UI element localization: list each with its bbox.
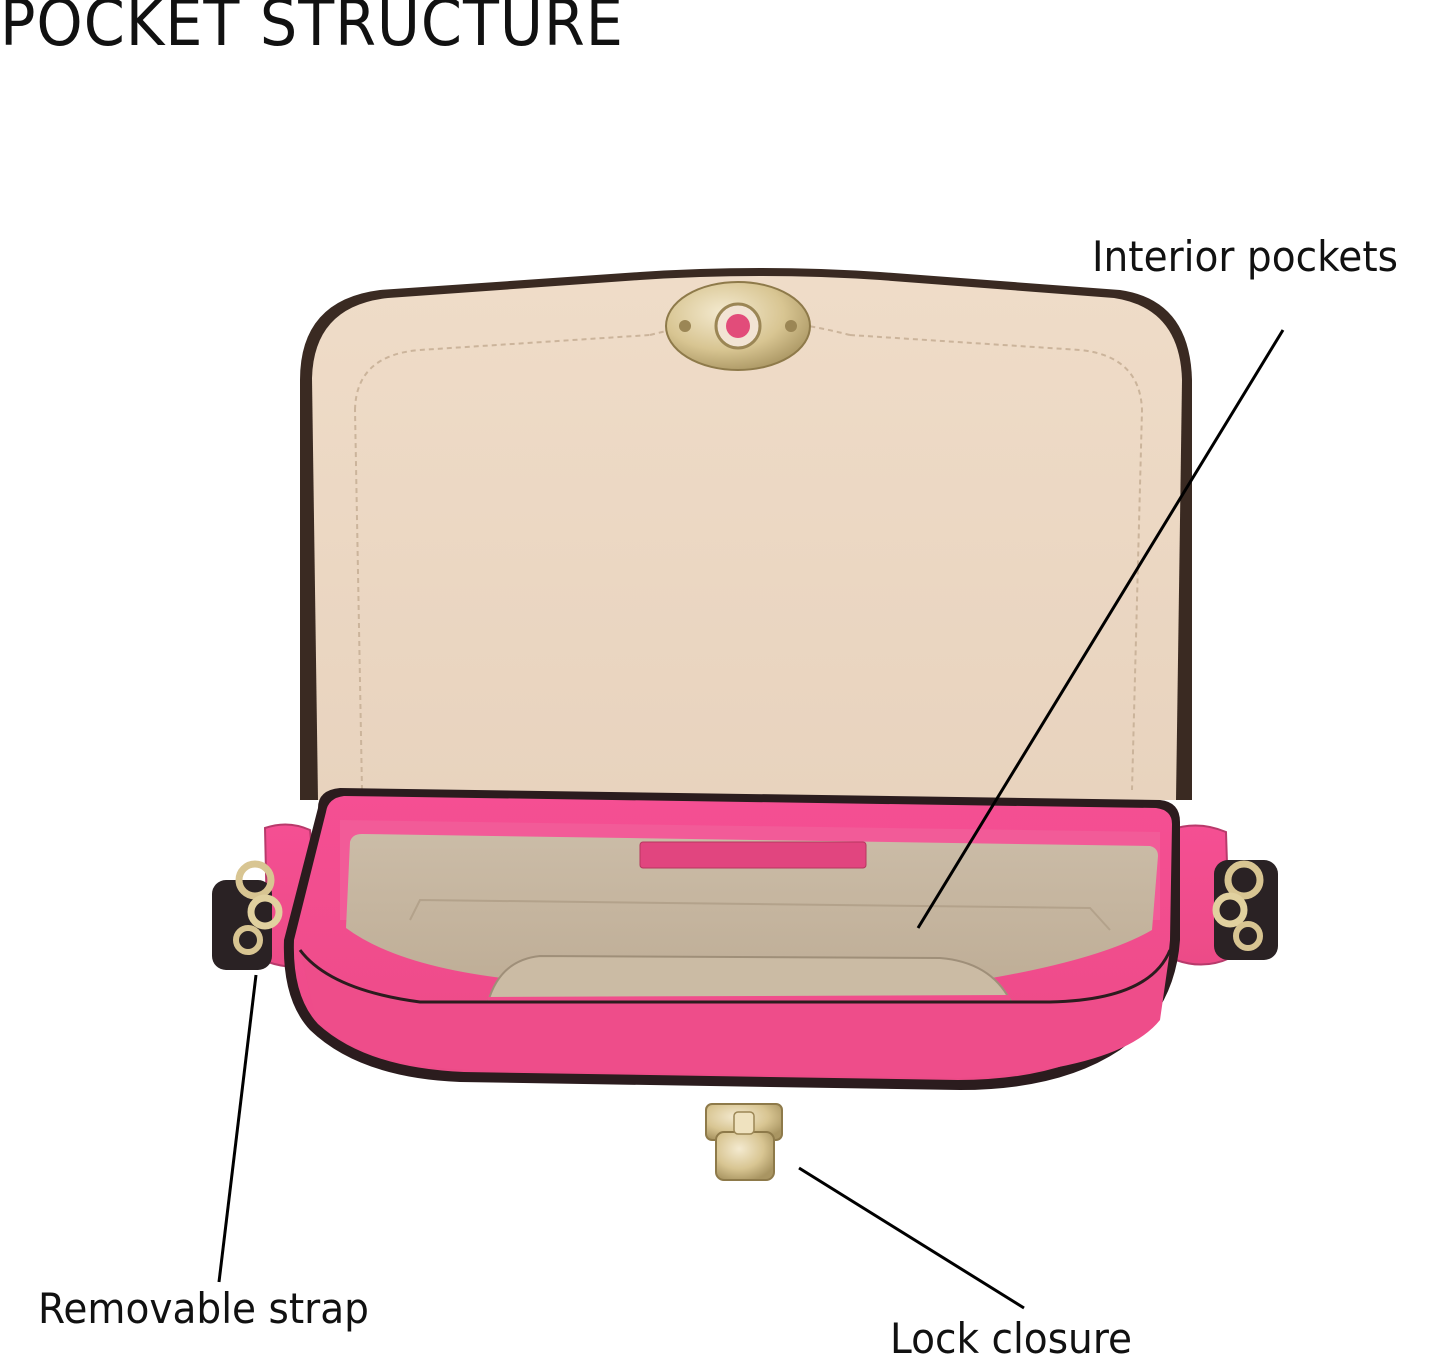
callout-line-strap <box>217 974 258 1283</box>
callout-interior-pockets: Interior pockets <box>1092 232 1398 281</box>
bag-body <box>283 788 1180 1090</box>
callout-line-lock <box>798 1166 1025 1310</box>
lock-clasp <box>705 1103 783 1181</box>
callout-removable-strap: Removable strap <box>38 1284 369 1333</box>
callout-lock-closure: Lock closure <box>890 1314 1133 1363</box>
page-title: POCKET STRUCTURE <box>0 0 624 61</box>
bag-flap <box>300 268 1192 800</box>
callout-line-interior <box>916 329 1285 929</box>
flap-snap-plate <box>665 281 811 371</box>
strap-right <box>1168 824 1278 966</box>
